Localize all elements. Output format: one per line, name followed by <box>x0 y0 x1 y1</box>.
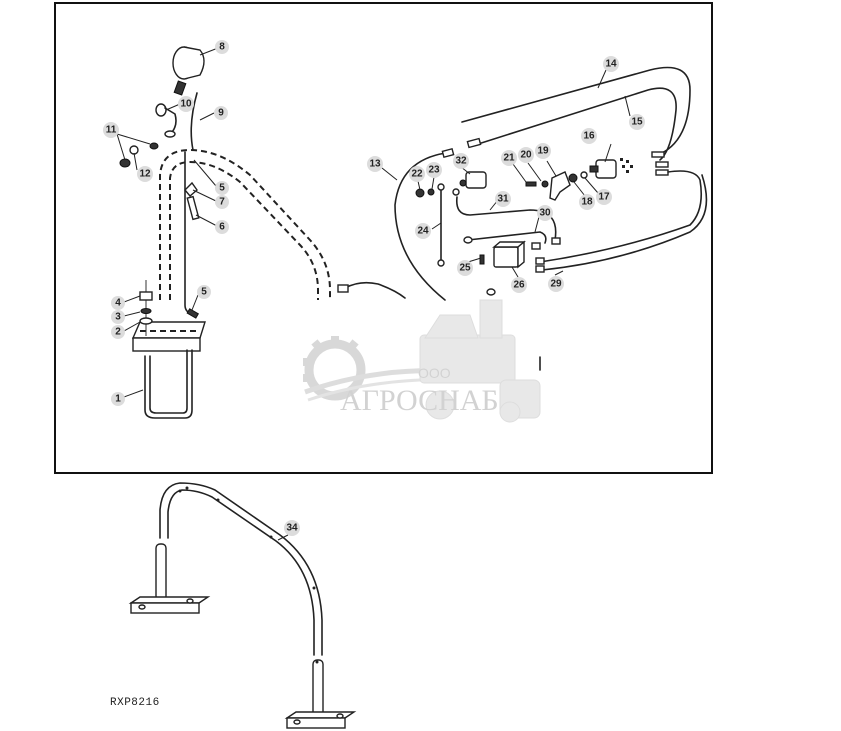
svg-text:2: 2 <box>115 327 121 338</box>
callout-4: 4 <box>111 296 125 310</box>
callout-8: 8 <box>215 40 229 54</box>
watermark-name: АГРОСНАБ <box>340 384 499 417</box>
callout-3: 3 <box>111 310 125 324</box>
svg-text:4: 4 <box>115 298 121 309</box>
svg-text:11: 11 <box>106 125 117 136</box>
svg-text:12: 12 <box>139 169 151 180</box>
bolt <box>186 195 200 221</box>
callout-6: 6 <box>215 220 229 234</box>
svg-text:26: 26 <box>513 280 525 291</box>
callout-34: 34 <box>284 520 300 536</box>
svg-text:19: 19 <box>537 146 549 157</box>
svg-text:10: 10 <box>180 99 192 110</box>
svg-text:5: 5 <box>219 183 225 194</box>
svg-text:16: 16 <box>583 131 595 142</box>
svg-text:15: 15 <box>631 117 643 128</box>
svg-text:8: 8 <box>219 42 225 53</box>
svg-text:29: 29 <box>550 279 562 290</box>
u-bolt-inner <box>149 349 188 414</box>
svg-text:32: 32 <box>455 156 467 167</box>
svg-text:3: 3 <box>115 312 121 323</box>
svg-text:7: 7 <box>219 197 225 208</box>
svg-text:24: 24 <box>417 226 429 237</box>
svg-text:34: 34 <box>286 523 298 534</box>
callout-12: 12 <box>137 166 153 182</box>
clip <box>184 181 198 197</box>
svg-text:30: 30 <box>539 208 551 219</box>
svg-text:23: 23 <box>428 165 440 176</box>
callout-16: 16 <box>581 128 597 144</box>
callout-13: 13 <box>367 156 383 172</box>
callout-14: 14 <box>603 56 619 72</box>
callout-9: 9 <box>214 106 228 120</box>
callout-23: 23 <box>426 162 442 178</box>
roll-bar-frame <box>128 482 357 729</box>
svg-text:5: 5 <box>201 287 207 298</box>
callout-19: 19 <box>535 143 551 159</box>
harness-wire-9 <box>190 92 198 151</box>
u-bolt <box>144 349 193 419</box>
callout-5-lower: 5 <box>197 285 211 299</box>
callout-25: 25 <box>457 260 473 276</box>
work-lamp <box>172 46 205 96</box>
callout-10: 10 <box>178 96 194 112</box>
callout-24: 24 <box>415 223 431 239</box>
callout-20: 20 <box>518 147 534 163</box>
watermark-prefix: ООО <box>418 365 451 381</box>
callout-1: 1 <box>111 392 125 406</box>
callout-21: 21 <box>501 150 517 166</box>
callout-15: 15 <box>629 114 645 130</box>
callout-17: 17 <box>596 189 612 205</box>
lamp-bracket <box>119 103 177 168</box>
svg-text:1: 1 <box>115 394 121 405</box>
callout-5-upper: 5 <box>215 181 229 195</box>
harness <box>337 66 708 301</box>
base-plate <box>131 321 206 352</box>
leader-lines <box>116 47 631 541</box>
callout-32: 32 <box>453 153 469 169</box>
svg-text:9: 9 <box>218 108 224 119</box>
callout-2: 2 <box>111 325 125 339</box>
callout-18: 18 <box>579 194 595 210</box>
watermark-logo: ООО АГРОСНАБ <box>303 299 541 423</box>
callout-22: 22 <box>409 166 425 182</box>
svg-text:22: 22 <box>411 169 423 180</box>
figure-reference-code: RXP8216 <box>110 697 160 709</box>
callout-7: 7 <box>215 195 229 209</box>
callout-26: 26 <box>511 277 527 293</box>
diagram-frame <box>54 2 713 474</box>
svg-text:14: 14 <box>605 59 617 70</box>
svg-text:13: 13 <box>369 159 381 170</box>
wire-connector <box>186 308 200 319</box>
svg-text:25: 25 <box>459 263 471 274</box>
svg-text:21: 21 <box>503 153 515 164</box>
svg-text:6: 6 <box>219 222 225 233</box>
svg-text:31: 31 <box>497 194 509 205</box>
svg-text:18: 18 <box>581 197 593 208</box>
callout-29: 29 <box>548 276 564 292</box>
harvester-icon <box>419 299 541 423</box>
svg-text:20: 20 <box>520 150 532 161</box>
lamp-wire <box>184 151 193 315</box>
callout-30: 30 <box>537 205 553 221</box>
callout-11: 11 <box>103 122 119 138</box>
gear-icon <box>303 336 366 401</box>
svg-text:17: 17 <box>598 192 610 203</box>
support-tube-dashed <box>159 148 331 300</box>
callout-31: 31 <box>495 191 511 207</box>
